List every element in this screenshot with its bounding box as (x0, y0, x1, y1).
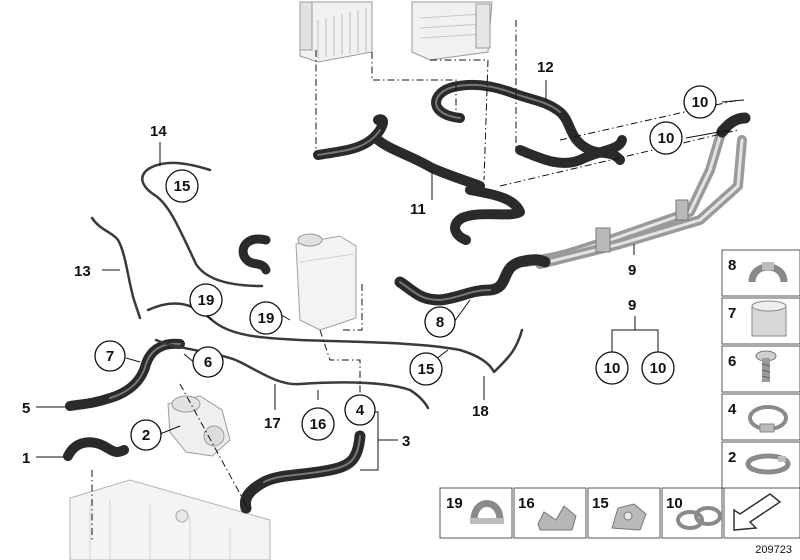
svg-text:10: 10 (604, 360, 621, 377)
assembly-lines (91, 20, 739, 540)
callout-14: 14 (150, 123, 167, 140)
callout-8: 8 (424, 306, 456, 338)
arrow-icon (733, 493, 782, 531)
legend-item-16: 16 (513, 487, 587, 539)
legend-item-19: 19 (439, 487, 513, 539)
callout-15-a: 15 (165, 169, 199, 203)
callout-9: 9 (628, 262, 636, 279)
svg-text:10: 10 (658, 130, 675, 147)
legend-item-8: 8 (721, 249, 800, 297)
callout-7: 7 (94, 340, 126, 372)
callout-19-a: 19 (189, 283, 223, 317)
svg-text:10: 10 (692, 94, 709, 111)
callout-13: 13 (74, 263, 91, 280)
electric-water-pump (167, 395, 231, 457)
callout-16: 16 (301, 407, 335, 441)
hose-1 (63, 437, 129, 461)
legend-right: 8 7 6 4 2 (721, 249, 800, 489)
svg-text:2: 2 (142, 427, 150, 444)
callout-10-b: 10 (649, 121, 683, 155)
auxiliary-cooler-left (299, 1, 373, 63)
coolant-pipe-assembly (520, 112, 751, 269)
callout-5: 5 (22, 400, 30, 417)
legend-item-7: 7 (721, 297, 800, 345)
expansion-tank (295, 233, 357, 331)
svg-text:19: 19 (198, 292, 215, 309)
svg-text:2: 2 (728, 449, 736, 466)
callout-1: 1 (22, 450, 30, 467)
svg-text:10: 10 (666, 495, 683, 512)
legend-item-2: 2 (721, 441, 800, 489)
hose-7-5 (65, 338, 185, 411)
legend-arrow-panel (723, 487, 800, 539)
svg-text:15: 15 (418, 361, 435, 378)
svg-text:19: 19 (446, 495, 463, 512)
svg-text:4: 4 (356, 402, 365, 419)
svg-text:10: 10 (650, 360, 667, 377)
legend-item-15: 15 (587, 487, 661, 539)
svg-text:16: 16 (310, 416, 327, 433)
svg-text:8: 8 (436, 314, 444, 331)
svg-text:4: 4 (728, 401, 737, 418)
callout-6: 6 (192, 346, 224, 378)
auxiliary-cooler-right (411, 1, 493, 61)
document-id: 209723 (755, 544, 792, 556)
callout-18: 18 (472, 403, 489, 420)
hose-8 (394, 254, 551, 306)
callout-15-b: 15 (409, 352, 443, 386)
legend-item-6: 6 (721, 345, 800, 393)
tank-hose (238, 234, 271, 275)
svg-text:6: 6 (204, 354, 212, 371)
callout-12: 12 (537, 59, 554, 76)
svg-text:16: 16 (518, 495, 535, 512)
main-radiator (69, 479, 271, 560)
svg-text:7: 7 (106, 348, 114, 365)
hose-11 (313, 114, 525, 245)
legend-bottom: 19 16 15 10 (439, 487, 800, 539)
svg-text:19: 19 (258, 310, 275, 327)
callout-10-c: 10 (595, 351, 629, 385)
legend-item-10: 10 (661, 487, 723, 539)
svg-text:15: 15 (592, 495, 609, 512)
callout-11: 11 (410, 201, 426, 218)
svg-text:7: 7 (728, 305, 736, 322)
svg-text:15: 15 (174, 178, 191, 195)
svg-text:8: 8 (728, 257, 736, 274)
leader-lines (36, 80, 745, 471)
callout-9-group: 9 (628, 297, 636, 314)
callout-2: 2 (130, 419, 162, 451)
legend-item-4: 4 (721, 393, 800, 441)
callout-10-d: 10 (641, 351, 675, 385)
hose-3 (239, 430, 366, 514)
svg-text:6: 6 (728, 353, 736, 370)
callout-17: 17 (264, 415, 281, 432)
callout-19-b: 19 (249, 301, 283, 335)
callout-4: 4 (344, 394, 376, 426)
line-14 (141, 161, 264, 288)
line-13 (90, 216, 142, 320)
callout-3: 3 (402, 433, 410, 450)
callout-10-a: 10 (683, 85, 717, 119)
hose-12 (431, 79, 627, 168)
